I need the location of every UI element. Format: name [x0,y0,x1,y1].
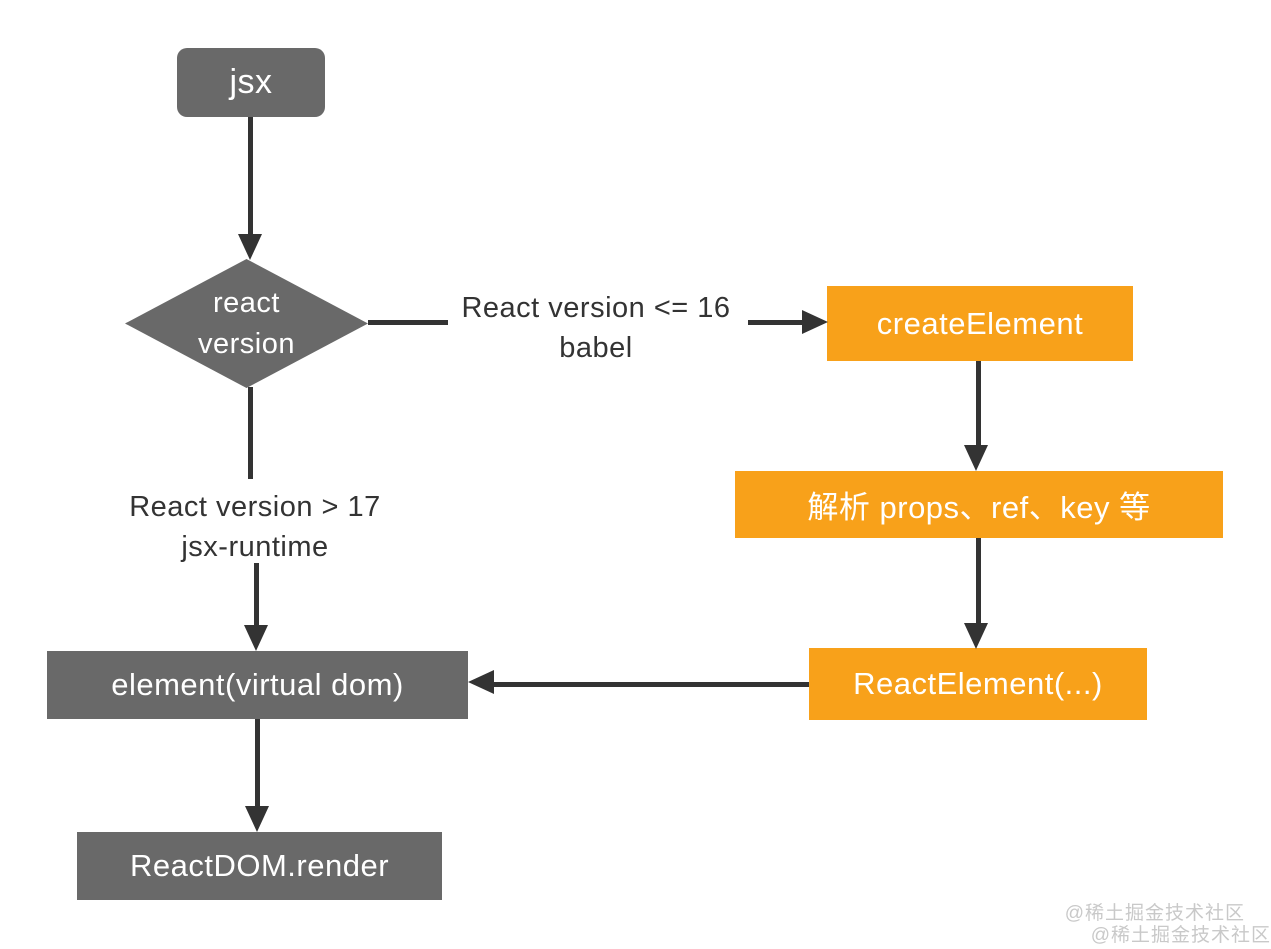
arrowhead-down-icon [238,234,262,260]
node-reactdom-render-label: ReactDOM.render [129,848,390,883]
arrowhead-down-icon [964,445,988,471]
edge-label-react-gt-17: React version > 17 jsx-runtime [110,487,400,567]
edge-createelement-to-parse [976,361,981,447]
edge-element-to-render [255,719,260,808]
node-react-element: ReactElement(...) [809,648,1147,720]
edge-decision-to-createelement-right [748,320,804,325]
arrowhead-right-icon [802,310,828,334]
edge-decision-to-element-upper [248,387,253,479]
edge-jsx-to-decision [248,117,253,236]
edge-parse-to-reactelement [976,538,981,625]
edge-label-react-le-16-line2: babel [559,332,633,364]
edge-label-react-le-16-line1: React version <= 16 [461,292,731,324]
arrowhead-left-icon [468,670,494,694]
edge-label-react-gt-17-line2: jsx-runtime [181,531,329,563]
node-create-element: createElement [827,286,1133,361]
edge-decision-to-createelement-left [368,320,448,325]
node-react-element-label: ReactElement(...) [853,666,1103,701]
watermark-line2: @稀土掘金技术社区 [1090,925,1271,946]
edge-label-react-gt-17-line1: React version > 17 [129,491,381,523]
watermark: @稀土掘金技术社区 @稀土掘金技术社区 [1065,903,1271,947]
node-element-virtual-dom-label: element(virtual dom) [111,667,404,702]
node-create-element-label: createElement [876,305,1084,341]
watermark-line1: @稀土掘金技术社区 [1064,903,1245,924]
edge-decision-to-element-lower [254,563,259,627]
node-element-virtual-dom: element(virtual dom) [47,651,468,719]
arrowhead-down-icon [244,625,268,651]
edge-reactelement-to-element [494,682,809,687]
node-parse-props-label: 解析 props、ref、key 等 [807,490,1151,525]
node-react-version-label-line2: version [198,327,295,360]
node-react-version-label-line1: react [213,286,280,319]
arrowhead-down-icon [964,623,988,649]
node-react-version-decision: react version [125,259,368,388]
arrowhead-down-icon [245,806,269,832]
node-jsx: jsx [177,48,325,117]
node-parse-props: 解析 props、ref、key 等 [735,471,1223,538]
node-reactdom-render: ReactDOM.render [77,832,442,900]
node-jsx-label: jsx [229,63,273,101]
edge-label-react-le-16: React version <= 16 babel [436,288,756,368]
